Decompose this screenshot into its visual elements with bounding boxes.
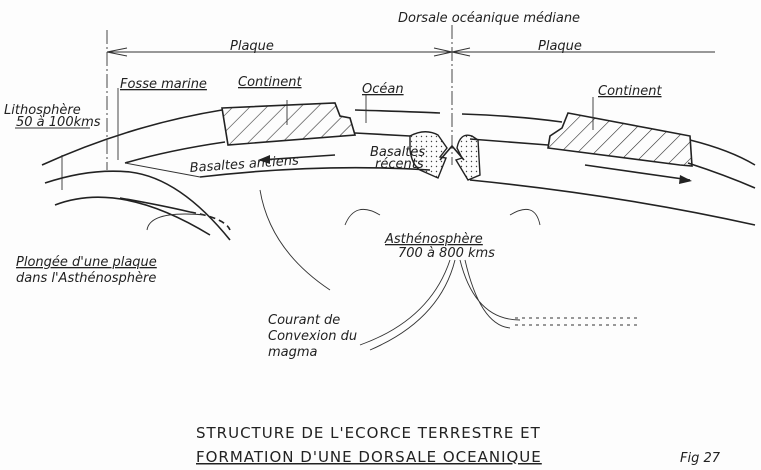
magma-upwelling-arrow [439,144,465,161]
continent-right-block [547,112,693,167]
figure-number: Fig 27 [680,451,721,466]
lithosphere [41,109,756,241]
label-dorsale: Dorsale océanique médiane [398,11,580,26]
label-ocean: Océan [362,82,404,97]
label-asthenosphere-depth: 700 à 800 kms [398,246,495,261]
ridge-basalt-right [454,134,481,181]
label-basaltes-recents-2: récents [375,157,424,172]
label-plongee-1: Plongée d'une plaque [16,255,157,270]
ridge-basalt-left [409,131,448,179]
title-line-2: FORMATION D'UNE DORSALE OCEANIQUE [196,448,542,466]
plaque-dimension [106,25,715,170]
label-fosse-marine: Fosse marine [120,77,207,92]
label-plaque-left: Plaque [230,39,274,54]
label-courant-3: magma [268,345,318,360]
label-basaltes-recents-1: Basaltes [370,145,425,160]
continent-left-block [221,102,357,146]
label-plaque-right: Plaque [538,39,582,54]
label-asthenosphere: Asthénosphère [384,232,483,247]
label-courant-1: Courant de [268,313,340,328]
label-continent-right: Continent [598,84,662,99]
label-continent-left: Continent [238,75,302,90]
label-lithosphere-depth: 50 à 100kms [16,115,101,130]
label-lithosphere: Lithosphère [4,103,81,118]
label-plongee-2: dans l'Asthénosphère [16,271,156,286]
label-courant-2: Convexion du [268,329,357,344]
motion-arrows [15,88,692,351]
title-line-1: STRUCTURE DE L'ECORCE TERRESTRE ET [196,424,541,442]
